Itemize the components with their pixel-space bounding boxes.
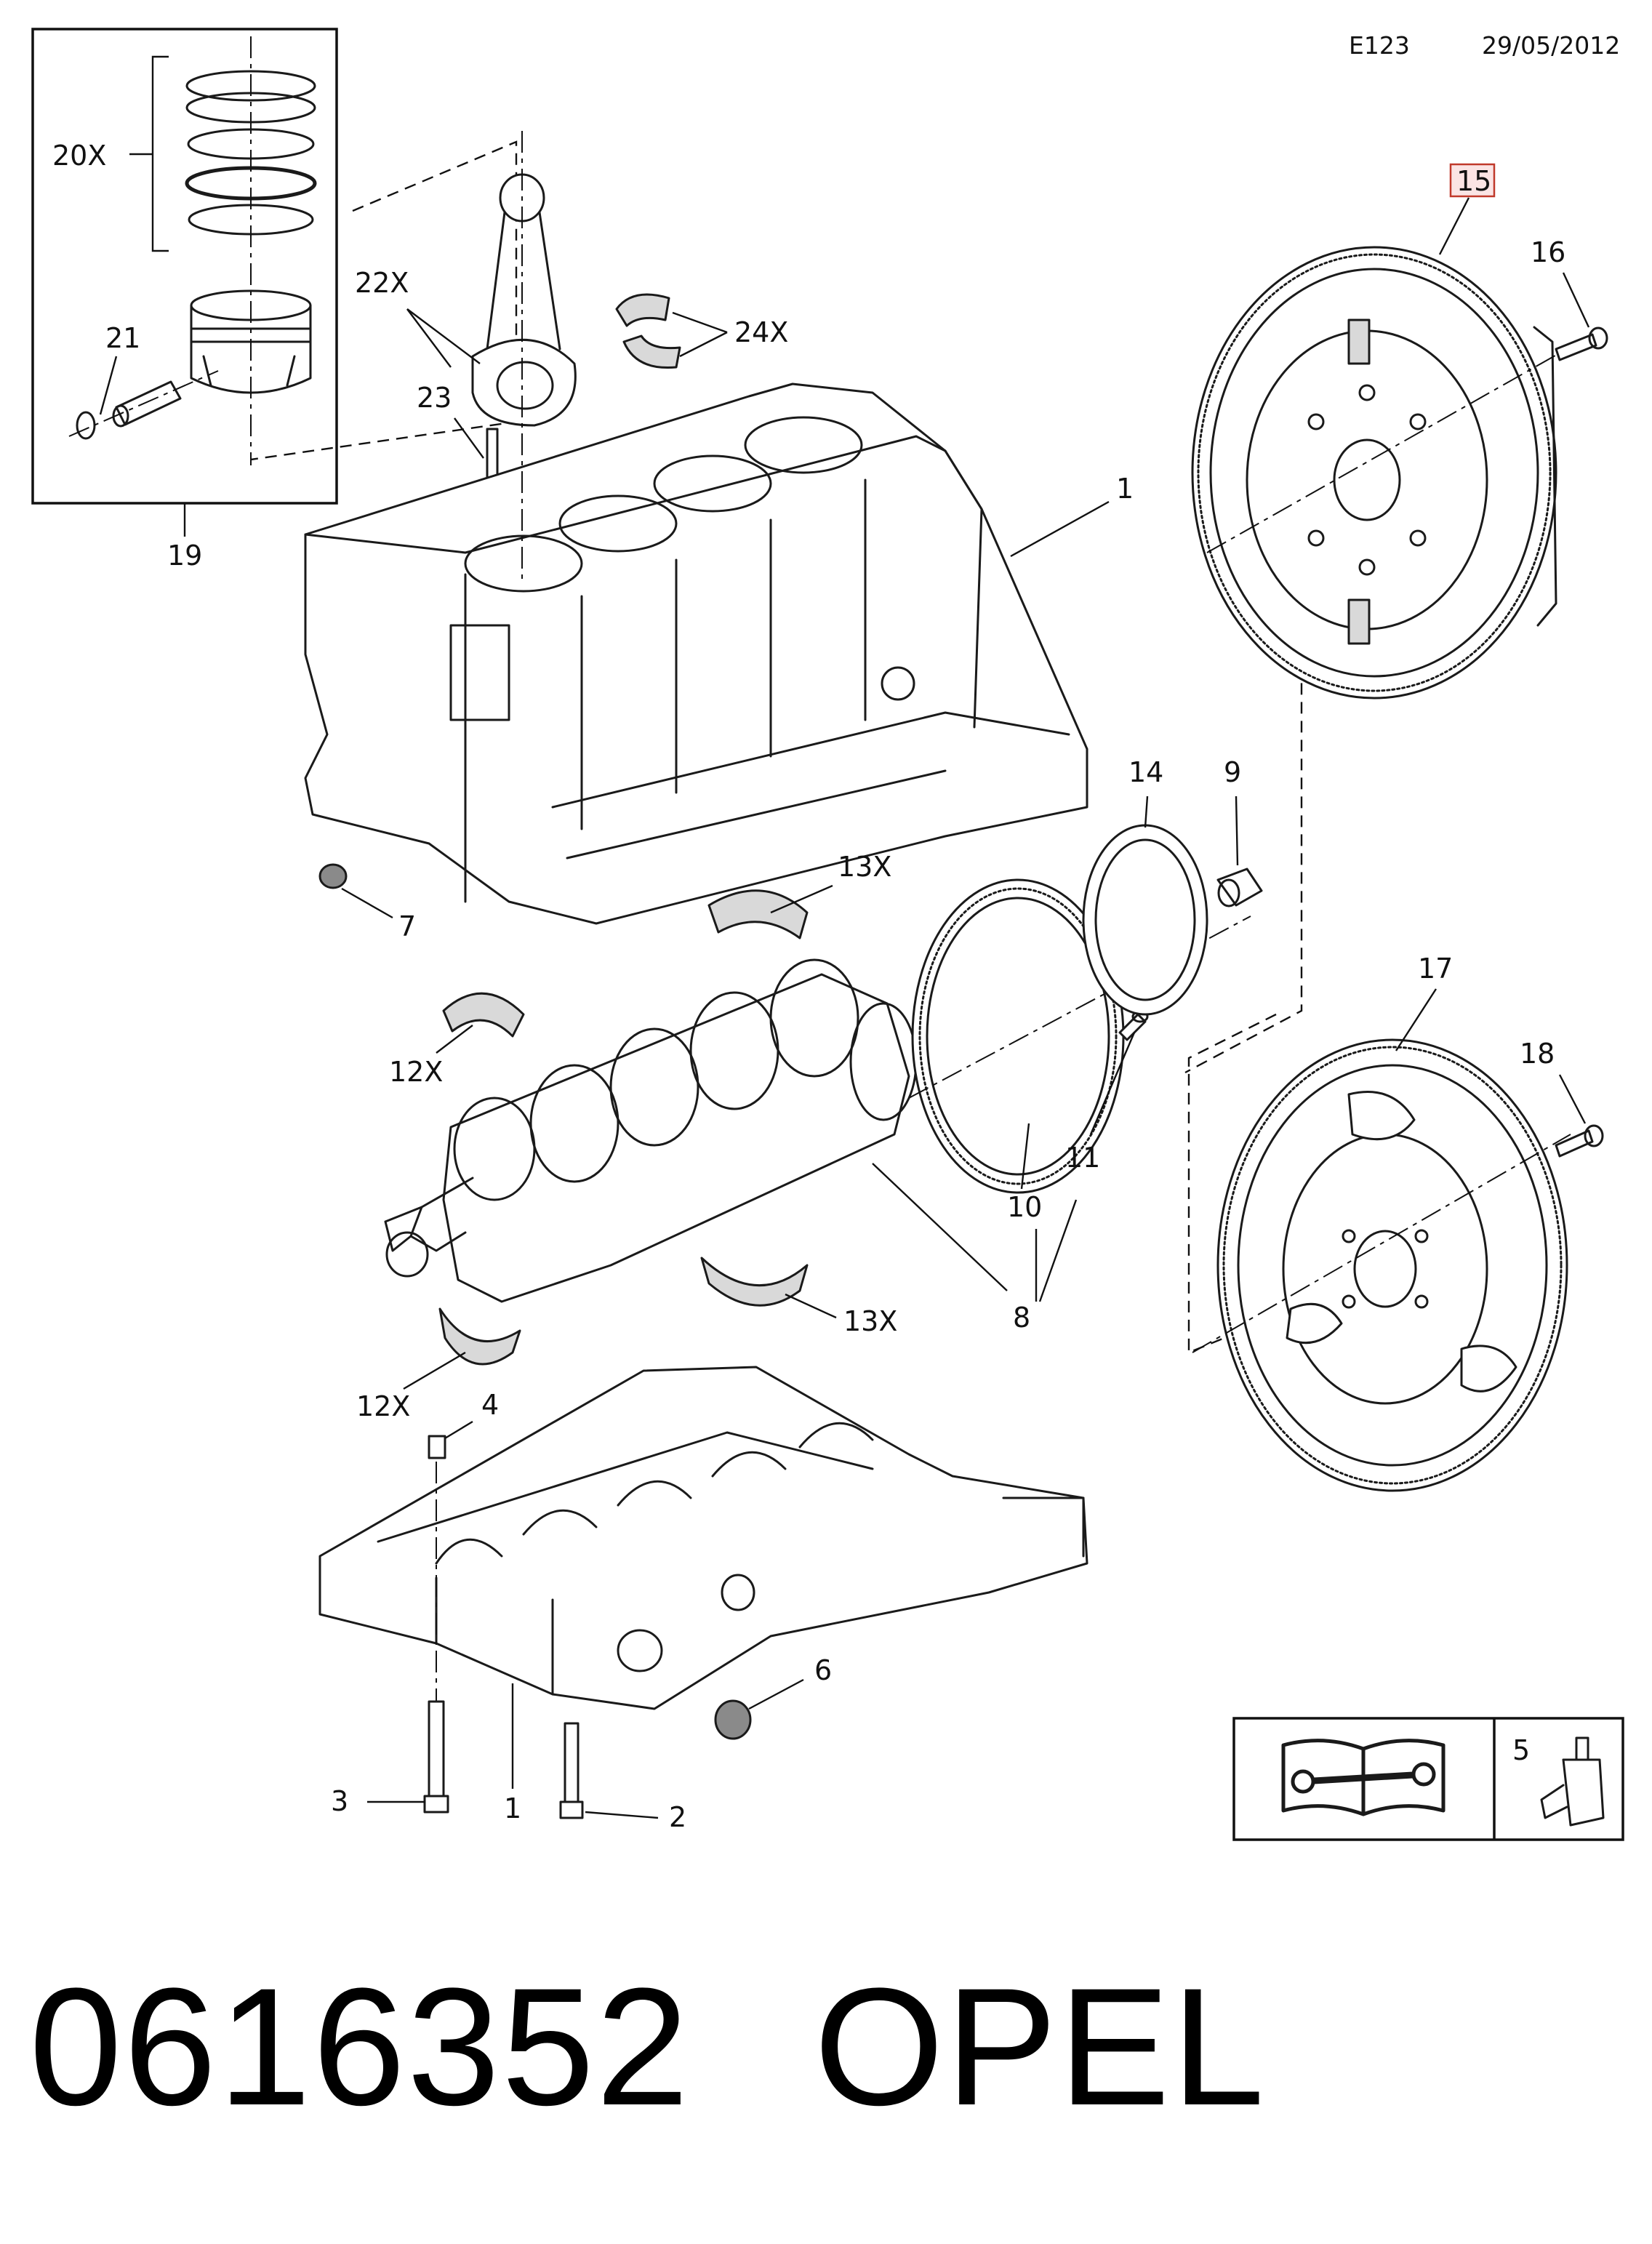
callout-16: 16	[1531, 236, 1565, 268]
callout-21: 21	[105, 322, 140, 354]
callout-24: 24X	[734, 316, 788, 348]
rear-main-seal[interactable]	[1082, 824, 1208, 1016]
piston-pin[interactable]	[112, 380, 182, 428]
callout-12-bottom: 12X	[356, 1390, 410, 1422]
oil-gallery-plug[interactable]	[318, 863, 348, 889]
callout-23: 23	[417, 382, 452, 414]
reluctor-ring[interactable]	[911, 878, 1125, 1194]
callout-15-highlight	[1449, 163, 1496, 198]
legend-box	[1232, 1717, 1624, 1841]
diagram-date: 29/05/2012	[1482, 31, 1620, 60]
drain-plug[interactable]	[714, 1699, 752, 1740]
callout-13-bottom: 13X	[843, 1305, 897, 1337]
callout-12-top: 12X	[389, 1056, 443, 1088]
crankshaft[interactable]	[384, 958, 918, 1303]
callout-2: 2	[669, 1801, 686, 1833]
callout-1-block: 1	[1116, 473, 1134, 505]
callout-18: 18	[1520, 1038, 1555, 1070]
main-bearing-lower-1[interactable]	[442, 992, 525, 1038]
callout-5: 5	[1512, 1734, 1530, 1766]
callout-8: 8	[1013, 1302, 1030, 1334]
callout-14: 14	[1128, 756, 1163, 788]
flexplate-bolt[interactable]	[1555, 1124, 1604, 1158]
main-bearing-upper-1[interactable]	[707, 889, 809, 939]
dual-mass-flywheel[interactable]	[1191, 246, 1557, 700]
pilot-bushing[interactable]	[1216, 867, 1263, 907]
callout-9: 9	[1224, 756, 1241, 788]
callout-15: 15	[1456, 165, 1491, 197]
callout-1-bedplate: 1	[504, 1792, 521, 1824]
ring-bracket	[151, 55, 169, 252]
callout-22: 22X	[355, 267, 409, 299]
rod-assembly-guide	[250, 140, 518, 461]
main-bearing-lower-2[interactable]	[438, 1307, 521, 1366]
circlip[interactable]	[76, 411, 96, 440]
brand-name: OPEL	[814, 1953, 1267, 2140]
callout-13-top: 13X	[838, 851, 891, 883]
flywheel-bolt[interactable]	[1555, 326, 1608, 361]
part-number: 0616352	[29, 1953, 691, 2140]
flexplate[interactable]	[1216, 1038, 1568, 1492]
service-manual-icon[interactable]	[1281, 1739, 1446, 1816]
connecting-rod[interactable]	[471, 173, 577, 427]
callout-7: 7	[398, 910, 416, 942]
callout-3: 3	[331, 1785, 348, 1817]
sensor-part-icon[interactable]	[1540, 1736, 1605, 1827]
cylinder-block[interactable]	[304, 382, 1088, 925]
callout-19: 19	[167, 540, 202, 572]
diagram-code: E123	[1349, 31, 1410, 60]
callout-17: 17	[1418, 953, 1453, 985]
bedplate[interactable]	[318, 1366, 1088, 1710]
rod-bearing-shells[interactable]	[615, 293, 681, 369]
bedplate-bolt-long[interactable]	[423, 1700, 449, 1814]
part-number-footer: 0616352 OPEL	[29, 1956, 1629, 2138]
callout-6: 6	[814, 1654, 832, 1686]
callout-4: 4	[481, 1389, 499, 1421]
bedplate-dowel[interactable]	[428, 1435, 446, 1459]
bedplate-bolt-short[interactable]	[559, 1722, 584, 1819]
main-bearing-upper-2[interactable]	[700, 1257, 809, 1307]
callout-10: 10	[1007, 1191, 1042, 1223]
callout-20: 20X	[52, 140, 106, 172]
callout-11: 11	[1065, 1142, 1100, 1174]
